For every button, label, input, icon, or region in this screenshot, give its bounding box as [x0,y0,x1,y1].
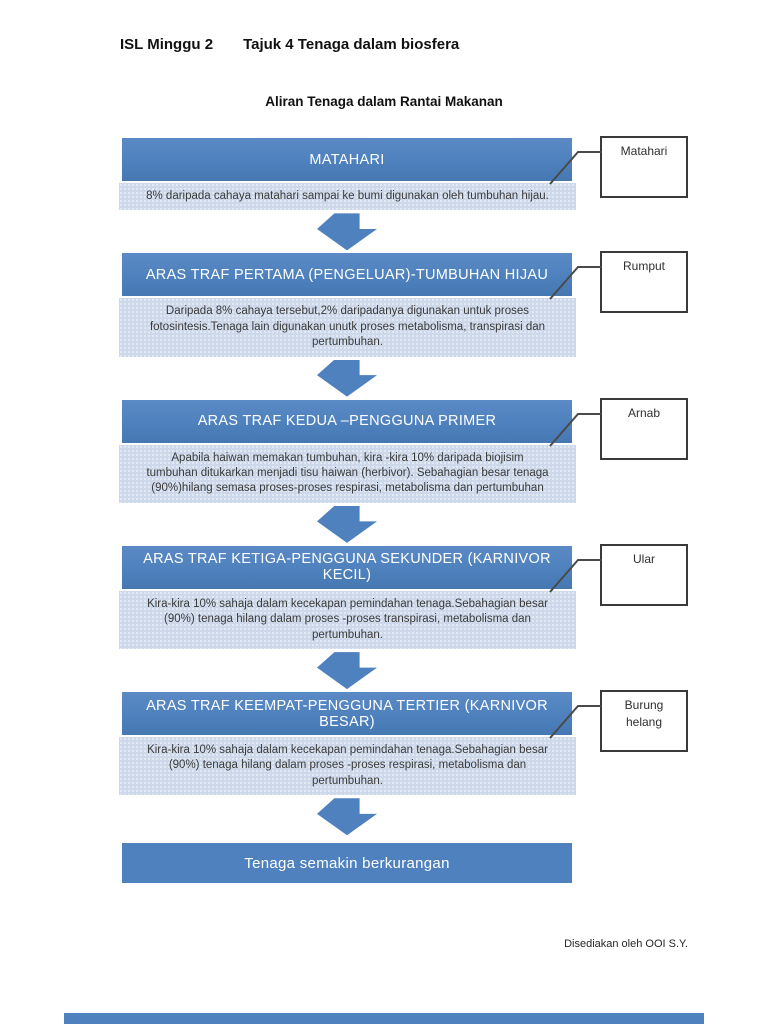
level-title-bar: ARAS TRAF PERTAMA (PENGELUAR)-TUMBUHAN H… [122,253,572,297]
example-organism-label: Matahari [620,144,668,158]
level-description: Apabila haiwan memakan tumbuhan, kira -k… [146,451,549,495]
trophic-level-section: ARAS TRAF KETIGA-PENGGUNA SEKUNDER (KARN… [119,543,688,650]
example-organism-label: Ular [632,551,655,566]
document-header: ISL Minggu 2 Tajuk 4 Tenaga dalam biosfer… [120,36,459,53]
callout-connector-line [549,151,602,185]
conclusion-box: Tenaga semakin berkurangan [122,843,572,884]
example-organism-callout: Burung helang [600,690,688,753]
diagram-title: Aliran Tenaga dalam Rantai Makanan [265,94,503,109]
level-description: Daripada 8% cahaya tersebut,2% daripadan… [149,305,546,349]
example-organism-callout: Matahari [600,136,688,198]
example-organism-label: Burung helang [624,698,664,730]
level-title: ARAS TRAF KEEMPAT-PENGGUNA TERTIER (KARN… [146,697,548,730]
level-title: MATAHARI [309,151,385,168]
trophic-level-section: MATAHARI 8% daripada cahaya matahari sam… [119,136,688,211]
trophic-level-section: ARAS TRAF PERTAMA (PENGELUAR)-TUMBUHAN H… [119,251,688,357]
callout-connector-line [549,412,602,447]
callout-connector-line [549,558,602,593]
level-description: Kira-kira 10% sahaja dalam kecekapan pem… [147,597,548,641]
example-organism-callout: Rumput [600,251,688,314]
trophic-level-section: ARAS TRAF KEDUA –PENGGUNA PRIMER Apabila… [119,397,688,503]
example-organism-callout: Arnab [600,397,688,460]
conclusion-label: Tenaga semakin berkurangan [244,854,450,872]
example-organism-label: Arnab [627,405,661,420]
header-course-label: ISL Minggu 2 [120,36,214,53]
level-title: ARAS TRAF PERTAMA (PENGELUAR)-TUMBUHAN H… [145,266,549,283]
level-description: Kira-kira 10% sahaja dalam kecekapan pem… [147,744,548,787]
level-title: ARAS TRAF KETIGA-PENGGUNA SEKUNDER (KARN… [143,551,551,584]
level-description-box: Apabila haiwan memakan tumbuhan, kira -k… [119,444,576,503]
down-arrow-icon [317,213,377,251]
level-description-box: 8% daripada cahaya matahari sampai ke bu… [119,183,576,211]
flow-diagram: MATAHARI 8% daripada cahaya matahari sam… [119,136,688,884]
level-description-box: Daripada 8% cahaya tersebut,2% daripadan… [119,298,576,357]
level-title-bar: MATAHARI [122,138,572,181]
next-page-preview [64,1013,704,1024]
trophic-level-section: ARAS TRAF KEEMPAT-PENGGUNA TERTIER (KARN… [119,690,688,796]
down-arrow-icon [317,505,377,543]
callout-connector-line [549,266,602,301]
example-organism-callout: Ular [600,543,688,606]
header-topic-label: Tajuk 4 Tenaga dalam biosfera [243,36,460,53]
prepared-by-credit: Disediakan oleh OOI S.Y. [564,938,688,950]
level-title-bar: ARAS TRAF KEDUA –PENGGUNA PRIMER [122,399,572,443]
level-description: 8% daripada cahaya matahari sampai ke bu… [146,190,549,202]
level-title: ARAS TRAF KEDUA –PENGGUNA PRIMER [197,413,497,430]
level-title-bar: ARAS TRAF KEEMPAT-PENGGUNA TERTIER (KARN… [122,692,572,736]
down-arrow-icon [317,652,377,690]
down-arrow-icon [317,798,377,836]
level-title-bar: ARAS TRAF KETIGA-PENGGUNA SEKUNDER (KARN… [122,545,572,589]
level-description-box: Kira-kira 10% sahaja dalam kecekapan pem… [119,590,576,650]
down-arrow-icon [317,359,377,397]
callout-connector-line [549,705,602,739]
trophic-levels-container: MATAHARI 8% daripada cahaya matahari sam… [119,136,688,836]
level-description-box: Kira-kira 10% sahaja dalam kecekapan pem… [119,737,576,796]
example-organism-label: Rumput [622,259,666,274]
